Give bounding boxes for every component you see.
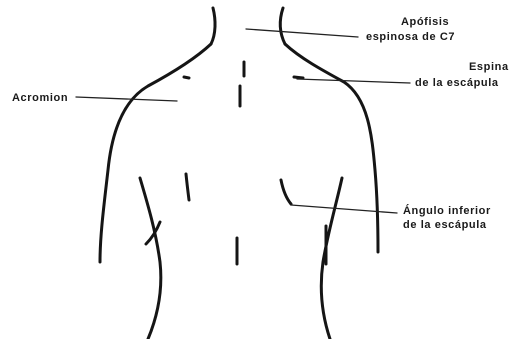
left-scapula-medial-border bbox=[186, 174, 189, 200]
leader-lines bbox=[76, 29, 410, 213]
inferior-angle-leader-line bbox=[291, 205, 397, 213]
spine-leader-line bbox=[297, 79, 410, 83]
left-scapular-spine-mark bbox=[184, 77, 189, 78]
spine-marks bbox=[237, 62, 244, 264]
acromion-leader-line bbox=[76, 97, 177, 101]
right-torso-side bbox=[321, 178, 342, 339]
label-c7-line1: Apófisis bbox=[401, 16, 449, 28]
label-inferior-line2: de la escápula bbox=[403, 219, 487, 231]
label-acromion: Acromion bbox=[12, 92, 68, 104]
left-torso-side bbox=[140, 178, 161, 339]
c7-leader-line bbox=[246, 29, 358, 37]
body-outline bbox=[100, 8, 378, 339]
label-spine-line1: Espina bbox=[469, 61, 509, 73]
neck-right bbox=[280, 8, 285, 44]
neck-left bbox=[211, 8, 215, 44]
label-inferior-line1: Ángulo inferior bbox=[403, 204, 491, 217]
annotation-labels: Apófisis espinosa de C7 Espina de la esc… bbox=[12, 16, 509, 231]
label-spine-line2: de la escápula bbox=[415, 77, 499, 89]
right-scapula-medial-border bbox=[281, 180, 291, 204]
label-c7-line2: espinosa de C7 bbox=[366, 31, 455, 43]
right-scapular-spine-mark bbox=[294, 77, 303, 78]
